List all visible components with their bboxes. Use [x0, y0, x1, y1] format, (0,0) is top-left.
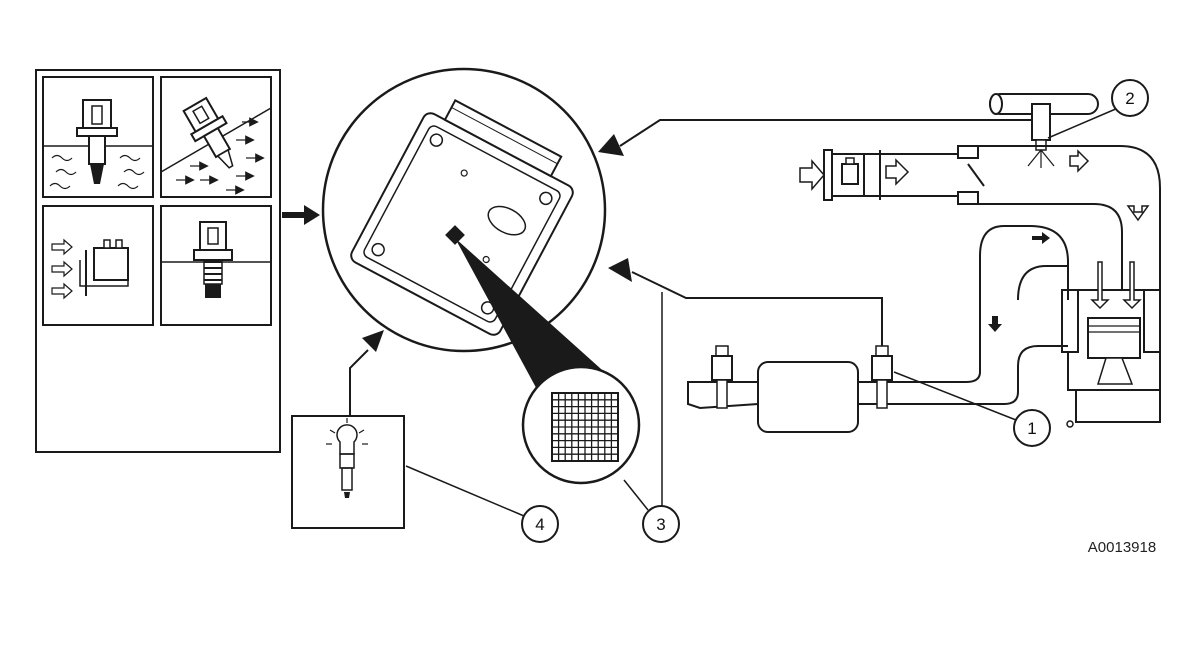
callout-3: 3 — [623, 479, 680, 543]
injector-signal-arrow — [598, 134, 624, 156]
knock-sensor-icon — [160, 205, 272, 326]
sensor-input-panel — [35, 69, 281, 453]
sensor-input-arrow — [282, 205, 320, 225]
oxygen-sensor-signal-line — [631, 271, 883, 346]
callout-4: 4 — [405, 465, 559, 543]
upstream-oxygen-sensor — [871, 345, 893, 409]
callout-1: 1 — [893, 371, 1051, 447]
downstream-oxygen-sensor — [711, 345, 733, 409]
callout-1-label: 1 — [1027, 419, 1036, 438]
malfunction-indicator-lamp — [291, 415, 405, 529]
ecu-module — [321, 67, 630, 395]
exhaust-pipe — [687, 361, 1019, 433]
coolant-temperature-sensor-icon — [42, 76, 154, 198]
callout-3-label: 3 — [656, 515, 665, 534]
memory-chip-magnifier — [521, 365, 641, 485]
catalytic-converter — [757, 361, 859, 433]
callout-4-label: 4 — [535, 515, 544, 534]
mass-air-flow-sensor-icon — [42, 205, 154, 326]
intake-system — [799, 145, 1161, 292]
oxygen-sensor-signal-arrow — [608, 258, 632, 282]
mil-signal-arrow — [362, 330, 384, 352]
callout-2-label: 2 — [1125, 89, 1134, 108]
mil-signal-line — [349, 349, 369, 416]
engine-cylinder — [1061, 261, 1161, 428]
injector-signal-line — [619, 119, 1040, 147]
air-temperature-sensor-icon — [160, 76, 272, 198]
figure-code: A0013918 — [1088, 539, 1156, 556]
exhaust-manifold — [979, 225, 1069, 392]
callout-2: 2 — [1047, 79, 1149, 139]
fuel-injector — [1027, 103, 1055, 168]
